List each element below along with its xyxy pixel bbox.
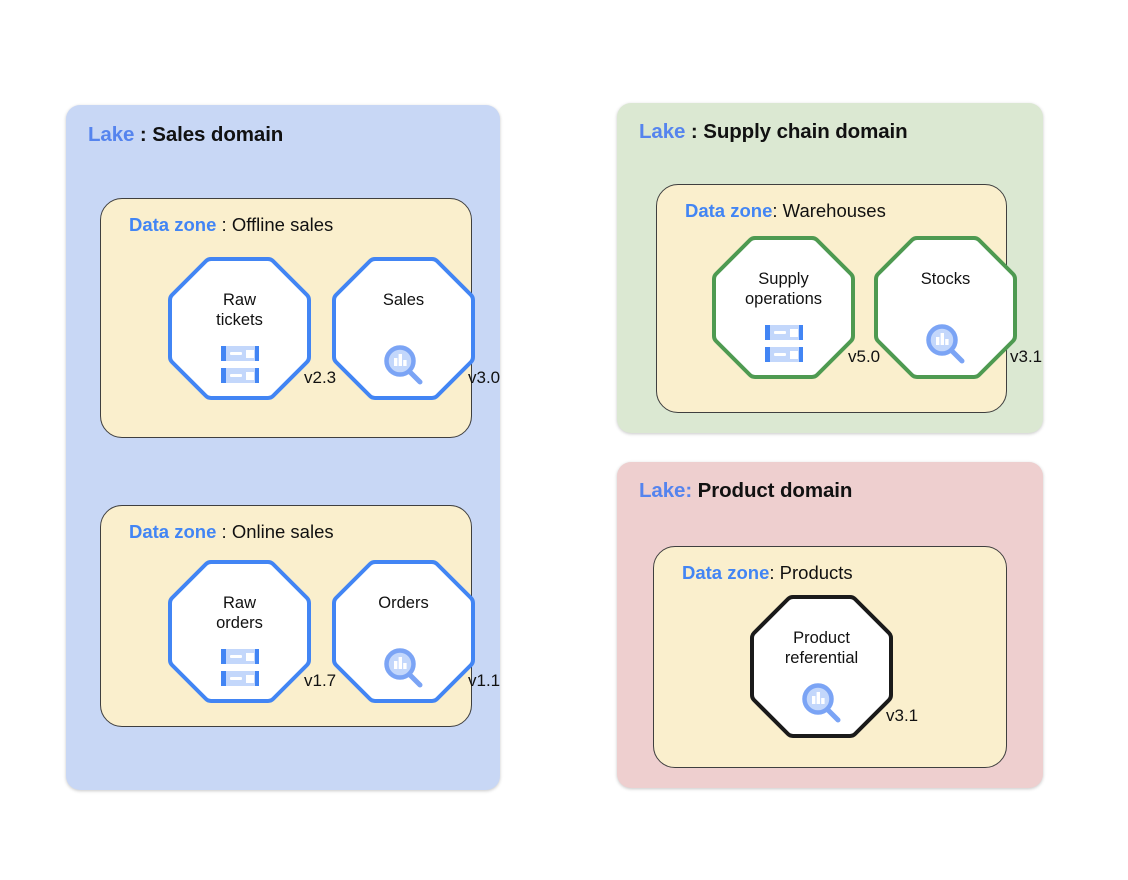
data-zone-products[interactable]: Data zone: Products Product referential … <box>653 546 1007 768</box>
dataset-version: v5.0 <box>848 347 881 366</box>
data-zone-online-sales[interactable]: Data zone : Online sales Raw orders <box>100 505 500 727</box>
analytics-search-icon <box>799 682 845 724</box>
octagon-shape <box>874 236 1017 379</box>
data-zone-title: Data zone: Products <box>682 562 853 584</box>
dataset-raw-orders[interactable]: Raw orders v1.7 <box>167 559 336 704</box>
lake-title: Lake : Supply chain domain <box>639 120 908 144</box>
lake-separator: : <box>685 120 704 143</box>
lake-product-domain[interactable]: Lake: Product domain Data zone: Products… <box>617 462 1043 788</box>
dataset-supply-operations[interactable]: Supply operations v5.0 <box>711 235 880 380</box>
lake-sales-domain[interactable]: Lake : Sales domain Data zone : Offline … <box>66 105 500 790</box>
dataset-label: Raw tickets <box>216 291 263 329</box>
data-zone-separator: : <box>769 562 780 583</box>
data-zone-keyword: Data zone <box>685 200 773 221</box>
dataset-label: Sales <box>382 291 425 309</box>
data-zone-keyword: Data zone <box>682 562 770 583</box>
dataset-version: v1.7 <box>304 671 337 690</box>
dataset-product-referential[interactable]: Product referential v3.1 <box>749 594 918 739</box>
dataset-version: v3.1 <box>886 706 919 725</box>
lake-name: Product domain <box>692 479 853 502</box>
dataset-sales[interactable]: Sales v3.0 <box>331 256 500 401</box>
lake-separator: : <box>134 123 153 146</box>
dataset-version: v3.0 <box>468 368 501 387</box>
lake-keyword: Lake <box>639 120 686 143</box>
data-zone-separator: : <box>216 214 232 235</box>
lake-supply-chain-domain[interactable]: Lake : Supply chain domain Data zone: Wa… <box>617 103 1043 433</box>
analytics-search-icon <box>381 647 427 689</box>
data-zone-name: Products <box>779 562 853 583</box>
database-icon <box>217 647 263 689</box>
lake-keyword: Lake <box>88 123 135 146</box>
dataset-label: Stocks <box>920 270 971 288</box>
data-zone-name: Online sales <box>231 521 334 542</box>
data-zone-title: Data zone : Offline sales <box>129 214 333 236</box>
data-zone-name: Warehouses <box>782 200 886 221</box>
lake-keyword: Lake <box>639 479 686 502</box>
data-zone-separator: : <box>216 521 232 542</box>
octagon-shape <box>750 595 893 738</box>
analytics-search-icon <box>923 323 969 365</box>
database-icon <box>761 323 807 365</box>
data-zone-keyword: Data zone <box>129 214 217 235</box>
lake-separator: : <box>685 479 693 502</box>
dataset-label: Raw orders <box>216 594 263 632</box>
data-zone-keyword: Data zone <box>129 521 217 542</box>
lake-title: Lake: Product domain <box>639 479 852 503</box>
octagon-shape <box>168 560 311 703</box>
data-zone-separator: : <box>772 200 783 221</box>
dataset-label: Product referential <box>784 629 859 667</box>
octagon-shape <box>712 236 855 379</box>
octagon-shape <box>332 560 475 703</box>
database-icon <box>217 344 263 386</box>
data-zone-name: Offline sales <box>231 214 334 235</box>
dataset-stocks[interactable]: Stocks v3.1 <box>873 235 1042 380</box>
octagon-shape <box>168 257 311 400</box>
lake-name: Sales domain <box>152 123 284 146</box>
lake-name: Supply chain domain <box>703 120 908 143</box>
dataset-version: v3.1 <box>1010 347 1043 366</box>
octagon-shape <box>332 257 475 400</box>
dataset-version: v2.3 <box>304 368 337 387</box>
data-zone-warehouses[interactable]: Data zone: Warehouses Supply operations <box>656 184 1042 413</box>
dataset-version: v1.1 <box>468 671 501 690</box>
data-zone-offline-sales[interactable]: Data zone : Offline sales Raw tickets <box>100 198 500 438</box>
data-zone-title: Data zone: Warehouses <box>685 200 886 222</box>
analytics-search-icon <box>381 344 427 386</box>
dataset-label: Orders <box>378 594 429 612</box>
dataset-raw-tickets[interactable]: Raw tickets v2.3 <box>167 256 336 401</box>
dataset-label: Supply operations <box>744 270 823 308</box>
lake-title: Lake : Sales domain <box>88 123 283 147</box>
dataset-orders[interactable]: Orders v1.1 <box>331 559 500 704</box>
data-zone-title: Data zone : Online sales <box>129 521 334 543</box>
